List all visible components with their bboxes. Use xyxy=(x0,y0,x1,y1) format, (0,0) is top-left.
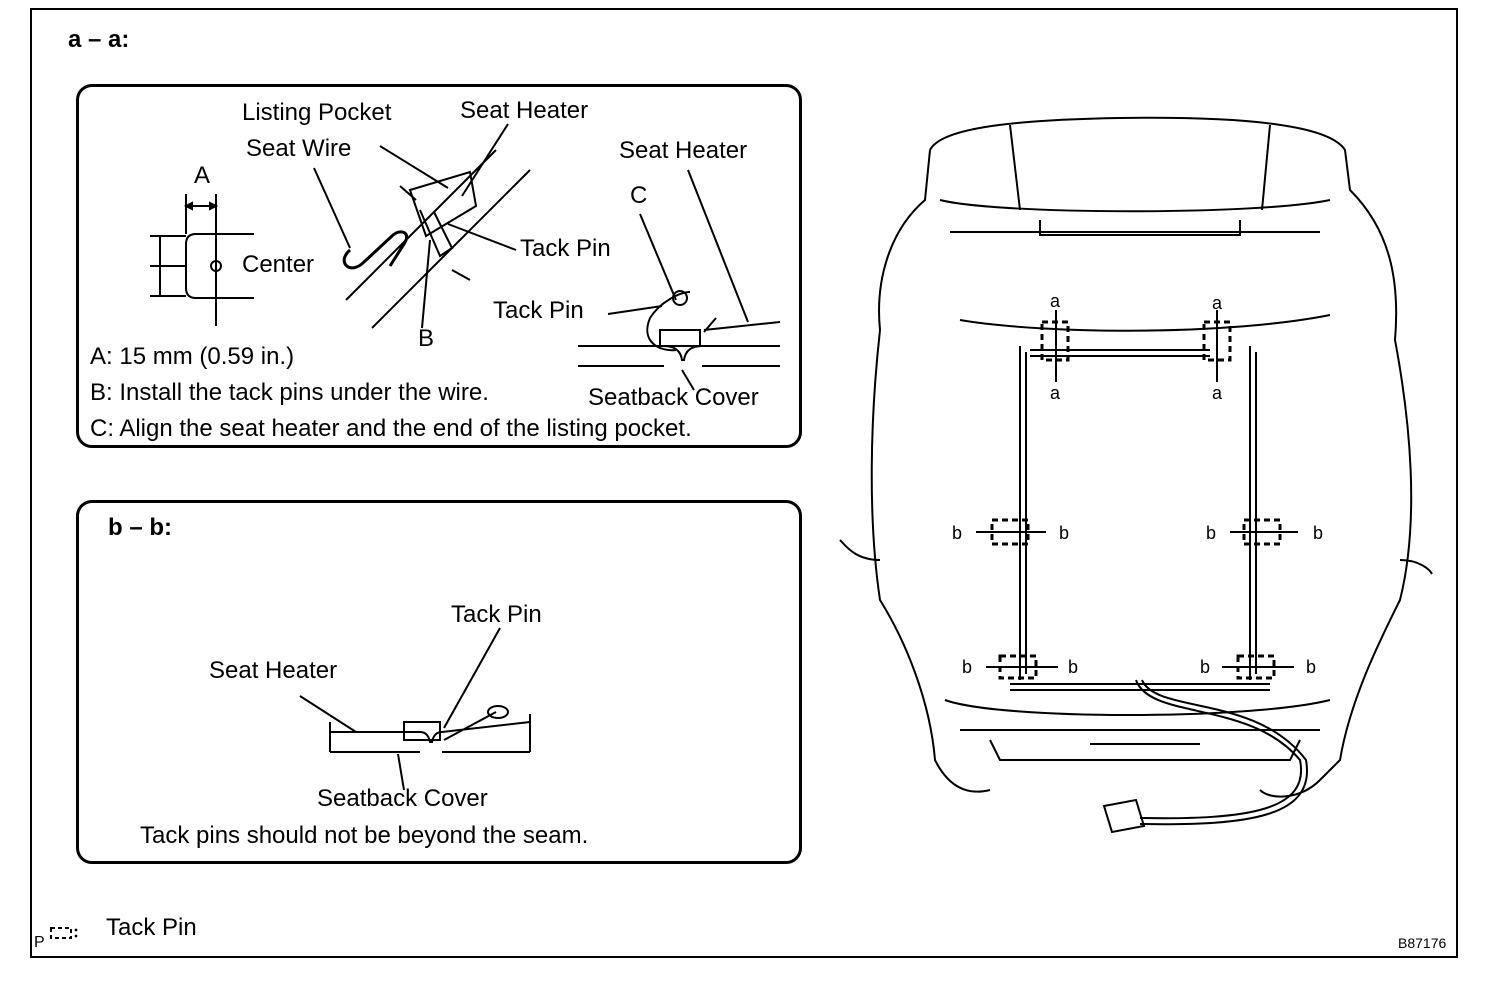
b-label-mid-right-1: b xyxy=(1206,523,1217,543)
b-label-low-left-2: b xyxy=(1068,657,1079,677)
legend-prefix: P xyxy=(34,934,45,951)
b-label-low-left-1: b xyxy=(962,657,973,677)
seat-heater-label-bb: Seat Heater xyxy=(209,657,338,684)
note-a: A: 15 mm (0.59 in.) xyxy=(90,343,295,370)
section-bb-panel xyxy=(76,500,802,864)
seatback-cover-label-bb: Seatback Cover xyxy=(317,785,488,812)
b-label-low-right-2: b xyxy=(1306,657,1317,677)
heater-top-edge xyxy=(1030,349,1210,357)
tack-pin-label-2: Tack Pin xyxy=(493,297,584,324)
dimension-a-label: A xyxy=(194,162,211,189)
seat-outline-left xyxy=(870,149,991,793)
section-bb-title: b – b: xyxy=(108,514,172,541)
bb-note: Tack pins should not be beyond the seam. xyxy=(140,822,589,849)
harness-wire xyxy=(1135,679,1303,820)
a-label-top-right: a xyxy=(1212,293,1223,313)
section-aa-title: a – a: xyxy=(68,26,130,53)
section-line-a xyxy=(1055,310,1218,382)
figure-frame xyxy=(30,8,1458,958)
seat-outline-right xyxy=(929,116,1413,798)
label-c: C xyxy=(630,182,648,209)
heater-bottom-edge xyxy=(1010,683,1270,691)
legend-label: Tack Pin xyxy=(106,914,197,941)
heater-left-edge xyxy=(1019,346,1027,680)
section-aa-panel xyxy=(76,84,802,448)
a-label-bottom-right: a xyxy=(1212,383,1223,403)
heater-right-edge xyxy=(1249,346,1257,680)
seat-wire-label: Seat Wire xyxy=(246,135,352,162)
listing-pocket-label: Listing Pocket xyxy=(242,99,392,126)
seat-heater-label-2: Seat Heater xyxy=(619,137,748,164)
seatback-cover-label-aa: Seatback Cover xyxy=(588,384,759,411)
tack-pin-label-bb: Tack Pin xyxy=(451,601,542,628)
harness-connector xyxy=(1102,798,1146,834)
seat-heater-flap xyxy=(408,170,478,238)
tack-pin-label-1: Tack Pin xyxy=(520,235,611,262)
note-b: B: Install the tack pins under the wire. xyxy=(90,379,489,406)
tack-pin-bb xyxy=(403,721,441,741)
b-label-mid-right-2: b xyxy=(1313,523,1324,543)
center-mark xyxy=(210,260,222,272)
label-b: B xyxy=(418,325,435,352)
b-label-mid-left-1: b xyxy=(952,523,963,543)
a-label-top-left: a xyxy=(1050,291,1061,311)
center-label: Center xyxy=(242,251,315,278)
a-label-bottom-left: a xyxy=(1050,383,1061,403)
seat-wire-shape xyxy=(342,230,409,270)
seatback-cover-bb xyxy=(330,721,531,753)
figure-id: B87176 xyxy=(1398,935,1447,951)
b-label-low-right-1: b xyxy=(1200,657,1211,677)
b-label-mid-left-2: b xyxy=(1059,523,1070,543)
seat-heater-label-1: Seat Heater xyxy=(460,97,589,124)
note-c: C: Align the seat heater and the end of … xyxy=(90,415,692,442)
